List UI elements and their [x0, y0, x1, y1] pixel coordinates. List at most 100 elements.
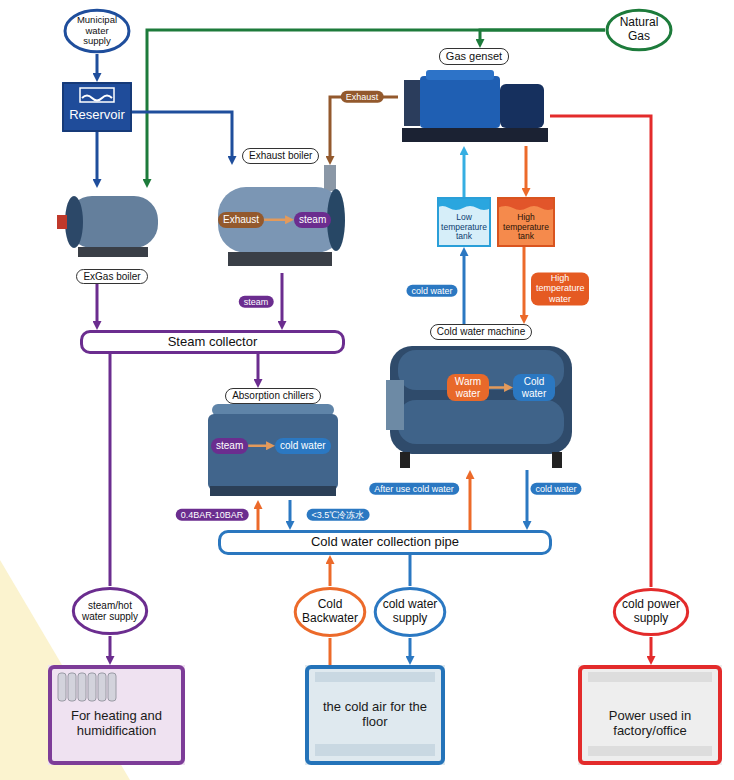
edge-label: High temperature water — [531, 272, 589, 305]
machine-leg — [552, 452, 562, 468]
tank-icon — [80, 88, 114, 102]
flow-arrow — [257, 505, 260, 530]
boiler-burner — [57, 215, 67, 229]
flow-arrow — [489, 386, 508, 389]
flow-arrow — [329, 560, 332, 586]
flow-arrow — [109, 354, 112, 586]
radiator-fin — [78, 673, 86, 701]
box-fill — [578, 665, 722, 765]
circle-outline — [65, 10, 129, 51]
genset-alternator — [500, 84, 544, 128]
flow-tag: steam — [294, 212, 331, 228]
chiller-body — [208, 414, 338, 490]
node-label: cold water — [280, 440, 326, 452]
edge-label: steam — [239, 296, 274, 308]
flow-tag: Warm water — [447, 374, 489, 401]
node-label: Steam collector — [168, 335, 258, 350]
radiator-fin — [108, 673, 116, 701]
genset-engine — [420, 76, 500, 128]
machine-body — [390, 346, 572, 454]
flow-arrow — [147, 30, 605, 183]
use-box: the cold air for the floor — [305, 665, 445, 765]
flow-arrow — [96, 132, 99, 183]
node-label: Cold water collection pipe — [311, 535, 459, 550]
office-desks — [315, 744, 435, 756]
flow-arrow — [525, 146, 528, 192]
flow-arrow — [330, 97, 398, 160]
flow-tag: steam — [211, 438, 248, 454]
flow-tag: Exhaust — [218, 212, 264, 228]
flow-arrow — [289, 500, 292, 525]
circle-outline — [73, 589, 146, 634]
collector-bar: Steam collector — [80, 330, 345, 354]
equipment-label: Absorption chillers — [225, 388, 321, 404]
flow-arrow — [469, 475, 472, 530]
gas-genset: Gas genset — [398, 48, 550, 146]
supply-circle: Cold Backwater — [293, 586, 367, 638]
equipment-label: Exhaust boiler — [242, 148, 319, 164]
machine-panel — [386, 380, 404, 430]
flow-arrow — [281, 273, 284, 325]
edge-label: Exhaust — [341, 91, 384, 103]
flow-arrow — [526, 470, 529, 525]
node-label: For heating and humidification — [60, 709, 173, 739]
absorption-chiller: Absorption chillers steam cold water — [203, 388, 343, 500]
equipment-label: Gas genset — [439, 48, 509, 65]
source-circle: Natural Gas — [605, 8, 673, 52]
machine-cylinder — [398, 400, 564, 444]
exgas-boiler: ExGas boiler — [62, 188, 162, 284]
flow-tag: cold water — [275, 438, 331, 454]
node-label: steam — [216, 440, 243, 452]
node-label: Cold Backwater — [302, 598, 358, 626]
flow-arrow — [550, 116, 651, 587]
node-label: High temperature tank — [501, 213, 551, 242]
tank-fill — [497, 197, 555, 247]
flow-arrow — [409, 555, 412, 586]
flow-arrow — [96, 54, 99, 77]
flow-arrow — [96, 284, 99, 325]
flow-arrow — [248, 445, 270, 448]
use-box: Power used in factory/office — [578, 665, 722, 765]
exhaust-boiler: Exhaust boilerExhauststeam — [212, 165, 347, 273]
edge-label: After use cold water — [369, 483, 459, 495]
source-circle: Municipal water supply — [63, 8, 131, 54]
node-label: the cold air for the floor — [317, 700, 433, 730]
box-fill — [48, 665, 185, 765]
collection-pipe: Cold water collection pipe — [218, 530, 552, 555]
genset-radiator — [404, 80, 420, 126]
boiler-chimney — [324, 165, 336, 191]
flow-arrow — [463, 252, 466, 324]
equipment-label: Cold water machine — [430, 324, 532, 340]
factory-floor — [588, 746, 712, 756]
flow-arrow — [329, 638, 332, 665]
circle-outline — [607, 10, 671, 50]
flow-arrow — [480, 30, 605, 43]
flow-arrow — [257, 354, 260, 383]
flow-arrow — [463, 151, 466, 197]
boiler-front — [65, 196, 83, 248]
node-label: steam — [299, 214, 326, 226]
node-label: cold water supply — [382, 598, 438, 626]
node-label: Power used in factory/office — [590, 709, 710, 739]
radiator-fin — [88, 673, 96, 701]
boiler-base — [78, 247, 148, 257]
flow-arrow — [109, 636, 112, 660]
node-label: cold power supply — [621, 598, 681, 626]
node-label: Municipal water supply — [72, 15, 122, 48]
edge-label: cold water — [530, 483, 581, 495]
tank-box: Low temperature tank — [437, 197, 491, 247]
radiator-fin — [98, 673, 106, 701]
boiler-base — [228, 252, 332, 266]
flow-arrow — [650, 637, 653, 660]
node-label: Low temperature tank — [441, 213, 487, 242]
factory-ceiling — [588, 672, 712, 682]
water-wave-icon — [82, 96, 112, 101]
cold-water-machine: Cold water machineWarm water Cold water — [385, 324, 577, 470]
supply-circle: cold power supply — [612, 587, 690, 637]
supply-circle: cold water supply — [373, 586, 447, 638]
genset-engine-top — [426, 70, 494, 80]
boiler-body — [218, 187, 344, 253]
edge-label: 0.4BAR-10BAR — [176, 509, 249, 521]
tank-fill — [437, 197, 491, 247]
flow-tag: Cold water — [513, 374, 555, 401]
